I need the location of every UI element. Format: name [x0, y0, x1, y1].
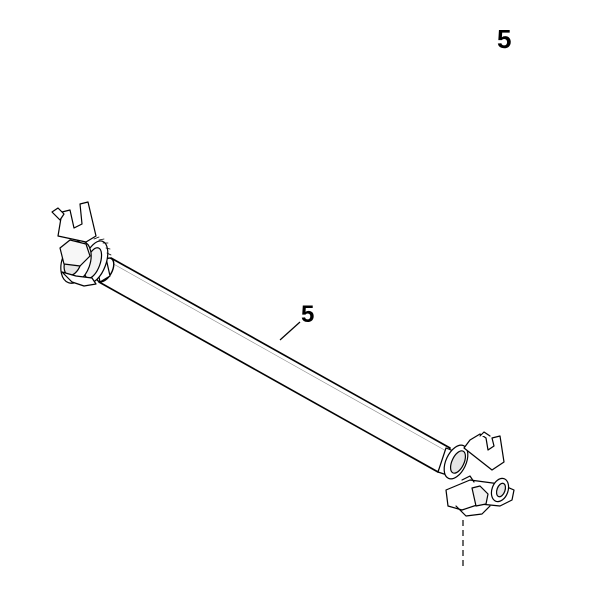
partial-callout-number: 5 [497, 24, 511, 54]
left-end-bracket [51, 201, 112, 287]
callout-number: 5 [301, 301, 314, 328]
callout-leader-line [279, 321, 301, 341]
roller-assembly [51, 201, 515, 517]
right-end-bracket [437, 431, 515, 517]
roller-tube [95, 257, 451, 473]
